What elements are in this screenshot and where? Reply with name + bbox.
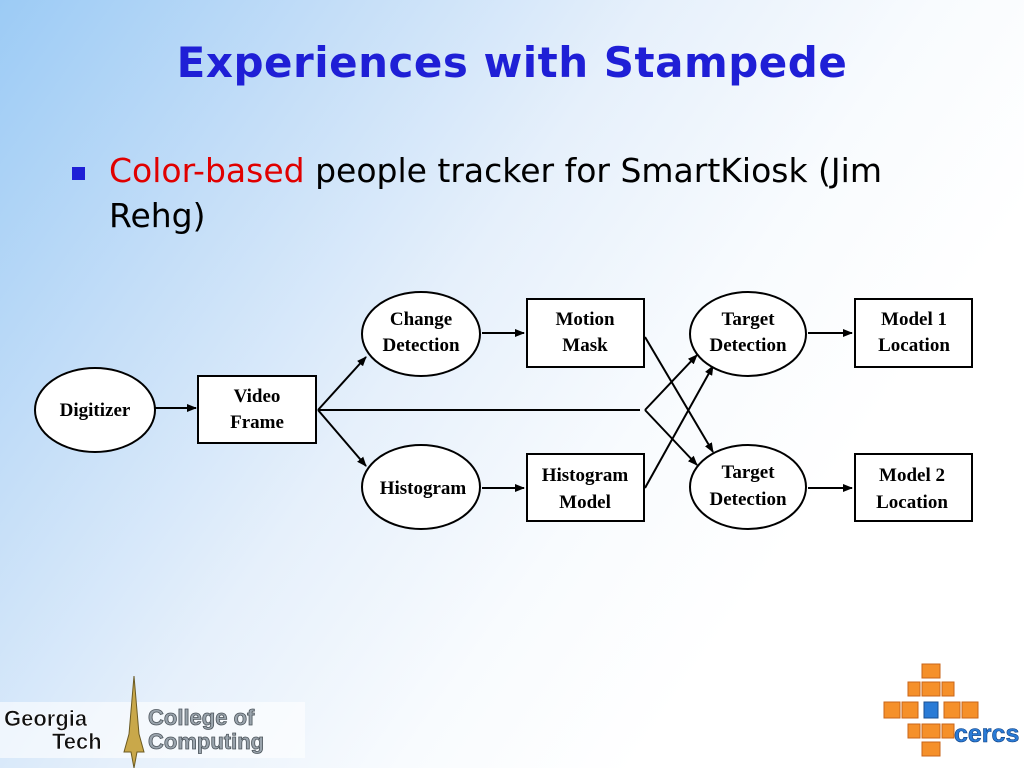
- cercs-cross-icon: [883, 663, 979, 757]
- node-target-detection-1-line2: Detection: [709, 335, 786, 356]
- node-video-frame: Video Frame: [197, 375, 317, 444]
- edge-model-target1: [644, 365, 714, 489]
- georgia-tech-logo: Georgia Tech College of Computing: [0, 675, 305, 768]
- node-histogram-model-line1: Histogram: [542, 465, 629, 486]
- gt-logo-line4: Computing: [148, 729, 264, 754]
- node-histogram-label: Histogram: [380, 478, 467, 499]
- bullet-text: Color-based people tracker for SmartKios…: [109, 148, 969, 238]
- node-digitizer: Digitizer: [34, 367, 156, 453]
- gt-logo-line3: College of: [148, 705, 255, 730]
- gt-spire-icon: [123, 675, 145, 768]
- cercs-logo: cercs: [883, 663, 1020, 757]
- node-model1-location-line2: Location: [878, 335, 950, 356]
- edge-frame-target2: [644, 409, 698, 466]
- node-model2-location-line2: Location: [876, 492, 948, 513]
- gt-logo-line1: Georgia: [4, 706, 88, 731]
- node-change-detection: Change Detection: [361, 291, 481, 377]
- cercs-center-icon: [923, 701, 939, 719]
- node-target-detection-1: Target Detection: [689, 291, 807, 377]
- gt-logo-line2: Tech: [52, 729, 102, 754]
- node-digitizer-label: Digitizer: [60, 400, 131, 421]
- node-histogram-model-line2: Model: [559, 492, 611, 513]
- node-histogram-model: Histogram Model: [526, 453, 645, 522]
- node-histogram: Histogram: [361, 444, 481, 530]
- bullet-highlight: Color-based: [109, 151, 305, 190]
- node-target-detection-2-line1: Target: [721, 462, 775, 483]
- node-target-detection-2-line2: Detection: [709, 489, 786, 510]
- edge-mask-target2: [644, 336, 714, 453]
- node-video-frame-line2: Frame: [230, 412, 284, 433]
- node-motion-mask-line1: Motion: [555, 309, 615, 330]
- node-change-detection-line1: Change: [390, 309, 452, 330]
- node-model2-location-line1: Model 2: [879, 465, 945, 486]
- edge-video-histogram: [317, 409, 367, 467]
- node-model1-location-line1: Model 1: [881, 309, 947, 330]
- cercs-wordmark: cercs: [954, 720, 1019, 748]
- bullet-body: people tracker for SmartKiosk (Jim Rehg): [109, 151, 882, 235]
- node-target-detection-2: Target Detection: [689, 444, 807, 530]
- node-model2-location: Model 2 Location: [854, 453, 973, 522]
- node-video-frame-line1: Video: [234, 386, 281, 407]
- bullet-marker-icon: [72, 167, 85, 180]
- slide-title: Experiences with Stampede: [176, 38, 848, 87]
- node-target-detection-1-line1: Target: [721, 309, 775, 330]
- edge-video-change: [317, 356, 367, 411]
- node-motion-mask: Motion Mask: [526, 298, 645, 368]
- node-change-detection-line2: Detection: [382, 335, 459, 356]
- node-model1-location: Model 1 Location: [854, 298, 973, 368]
- node-motion-mask-line2: Mask: [562, 335, 608, 356]
